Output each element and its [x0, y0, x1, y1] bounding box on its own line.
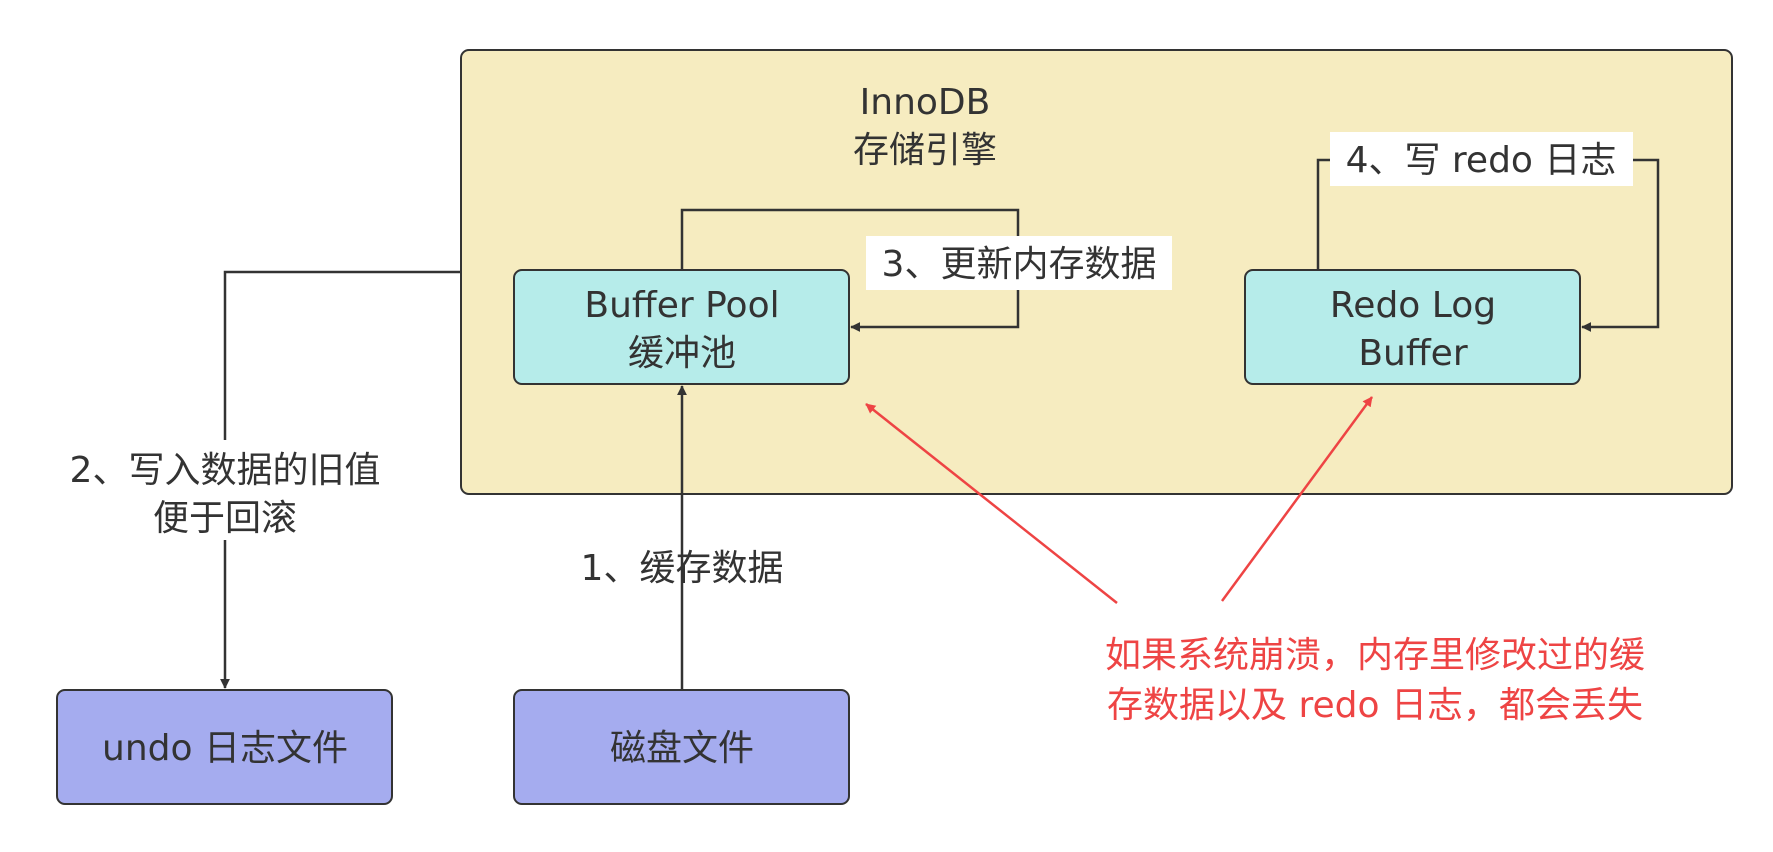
disk-file-label: 磁盘文件: [610, 728, 754, 769]
engine-title-line2: 存储引擎: [853, 130, 997, 171]
warning-note-line2: 存数据以及 redo 日志，都会丢失: [1107, 685, 1643, 726]
buffer-pool-label-line2: 缓冲池: [628, 333, 736, 374]
edge-cache-data-label: 1、缓存数据: [581, 548, 784, 589]
edge-write-old-value-label-line2: 便于回滚: [153, 498, 297, 539]
undo-file-node: [56, 689, 393, 805]
redo-log-buffer-node: [1244, 269, 1581, 385]
undo-file-label: undo 日志文件: [102, 728, 348, 769]
redo-log-buffer-label-line2: Buffer: [1358, 333, 1467, 374]
edge-write-old-value-label-bg: [48, 440, 402, 540]
edge-write-old-value-label-line1: 2、写入数据的旧值: [70, 450, 381, 491]
warning-note-line1: 如果系统崩溃，内存里修改过的缓: [1105, 635, 1645, 676]
engine-title-line1: InnoDB: [860, 82, 991, 123]
warning-arrow-buffer-pool: [865, 403, 1118, 604]
edge-write-redo-log: [1316, 158, 1660, 332]
edge-update-memory-label-bg: [866, 236, 1172, 290]
buffer-pool-label-line1: Buffer Pool: [584, 285, 779, 326]
edge-write-redo-log-label-bg: [1330, 132, 1633, 186]
edge-write-old-value: [220, 270, 461, 689]
edge-update-memory-label: 3、更新内存数据: [882, 244, 1157, 285]
edge-write-redo-log-label: 4、写 redo 日志: [1346, 140, 1617, 181]
edge-update-memory: [680, 208, 1020, 332]
warning-arrow-redo-log-buffer: [1220, 396, 1374, 602]
redo-log-buffer-label-line1: Redo Log: [1330, 285, 1496, 326]
